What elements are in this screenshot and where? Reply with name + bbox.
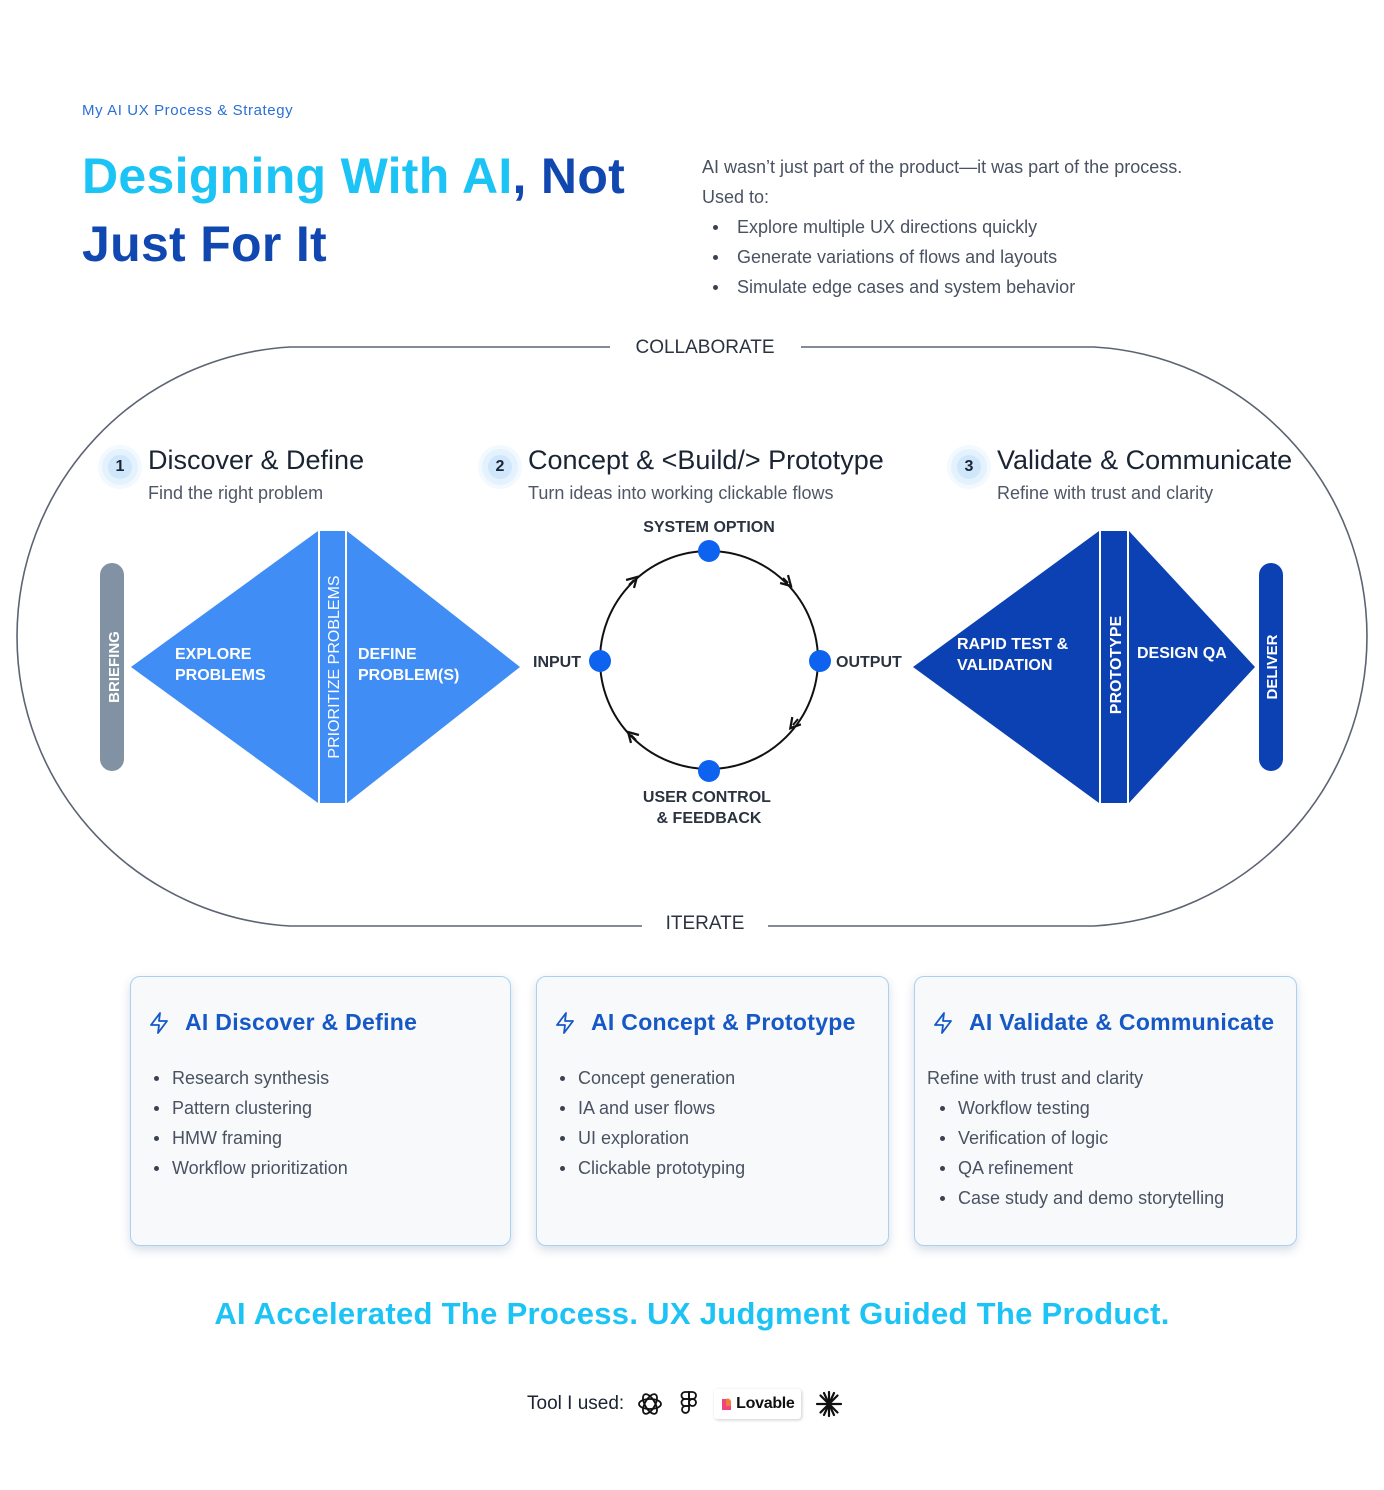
tools-row: Tool I used: Lovable: [527, 1386, 857, 1422]
loop-outline: [16, 346, 1368, 927]
node-user-control: [698, 760, 720, 782]
briefing-bar: [100, 563, 124, 771]
prototype-band: [1100, 531, 1128, 803]
lightning-icon: [934, 1011, 952, 1034]
step-badge: 3: [951, 449, 987, 485]
cycle-arrow: [779, 574, 793, 588]
cycle-arrow: [788, 716, 802, 730]
rapid-test-label: RAPID TEST & VALIDATION: [957, 636, 1073, 674]
page-title: Designing With AI, Not Just For It: [82, 142, 662, 278]
discover-diamond-left: [131, 531, 318, 803]
card-ai-concept: AI Concept & Prototype Concept generatio…: [536, 976, 889, 1246]
list-item: Clickable prototyping: [557, 1153, 745, 1183]
prototype-label: PROTOTYPE: [1108, 615, 1125, 714]
system-option-label: SYSTEM OPTION: [643, 519, 775, 536]
list-item: QA refinement: [937, 1153, 1224, 1183]
list-item: UI exploration: [557, 1123, 745, 1153]
prioritize-band: [319, 531, 346, 803]
prioritize-problems-label: PRIORITIZE PROBLEMS: [326, 575, 343, 758]
eyebrow: My AI UX Process & Strategy: [82, 102, 294, 119]
lightning-icon: [556, 1011, 574, 1034]
deliver-label: DELIVER: [1264, 634, 1281, 699]
intro-list: Explore multiple UX directions quickly G…: [712, 212, 1302, 302]
intro-line: AI wasn’t just part of the product—it wa…: [702, 157, 1183, 177]
list-item: IA and user flows: [557, 1093, 745, 1123]
list-item: Simulate edge cases and system behavior: [712, 272, 1302, 302]
node-system-option: [698, 540, 720, 562]
loop-label-iterate: ITERATE: [666, 913, 745, 934]
phase-title: Concept & <Build/> Prototype: [528, 445, 884, 475]
node-input: [589, 650, 611, 672]
claude-icon: [815, 1390, 843, 1418]
phase-subtitle: Turn ideas into working clickable flows: [528, 483, 834, 503]
cycle-arrow: [626, 730, 640, 744]
list-item: Research synthesis: [151, 1063, 348, 1093]
intro-block: AI wasn’t just part of the product—it wa…: [702, 152, 1302, 302]
list-item: Case study and demo storytelling: [937, 1183, 1224, 1213]
card-ai-validate: AI Validate & Communicate Refine with tr…: [914, 976, 1297, 1246]
step-badge: 1: [102, 449, 138, 485]
phase-title: Validate & Communicate: [997, 445, 1293, 475]
user-control-label: USER CONTROL & FEEDBACK: [643, 789, 775, 827]
explore-problems-label: EXPLORE PROBLEMS: [175, 646, 266, 684]
tools-label: Tool I used:: [527, 1393, 625, 1414]
process-diagram: COLLABORATE ITERATE BRIEFING EXPLORE PRO…: [16, 337, 1368, 934]
card-title: AI Concept & Prototype: [591, 1009, 856, 1035]
phase-subtitle: Refine with trust and clarity: [997, 483, 1214, 503]
validate-diamond-right: [1129, 531, 1255, 803]
intro-line: Used to:: [702, 187, 770, 207]
list-item: Generate variations of flows and layouts: [712, 242, 1302, 272]
card-title: AI Discover & Define: [185, 1009, 418, 1035]
card-ai-discover: AI Discover & Define Research synthesis …: [130, 976, 511, 1246]
node-output: [809, 650, 831, 672]
phase-subtitle: Find the right problem: [148, 483, 324, 503]
step-badge: 2: [482, 449, 518, 485]
list-item: Pattern clustering: [151, 1093, 348, 1123]
tagline: AI Accelerated The Process. UX Judgment …: [214, 1296, 1170, 1331]
define-problems-label: DEFINE PROBLEM(S): [358, 646, 459, 684]
validate-diamond-left: [913, 531, 1099, 803]
openai-icon: [636, 1390, 664, 1418]
list-item: Explore multiple UX directions quickly: [712, 212, 1302, 242]
list-item: Concept generation: [557, 1063, 745, 1093]
input-label: INPUT: [533, 654, 581, 671]
briefing-label: BRIEFING: [106, 631, 123, 703]
deliver-bar: [1259, 563, 1283, 771]
title-highlight: Designing With AI: [82, 148, 513, 204]
lightning-icon: [150, 1011, 168, 1034]
loop-label-collaborate: COLLABORATE: [635, 337, 774, 358]
card-intro: Refine with trust and clarity: [927, 1068, 1144, 1088]
card-list: Research synthesis Pattern clustering HM…: [151, 1063, 348, 1183]
card-list: Concept generation IA and user flows UI …: [557, 1063, 745, 1183]
design-qa-label: DESIGN QA: [1137, 645, 1227, 662]
list-item: Workflow testing: [937, 1093, 1224, 1123]
card-title: AI Validate & Communicate: [969, 1009, 1275, 1035]
discover-diamond-right: [347, 531, 520, 803]
cycle-arrow: [625, 575, 639, 589]
list-item: Verification of logic: [937, 1123, 1224, 1153]
title-rest: , Not Just For It: [82, 148, 626, 272]
card-list: Workflow testing Verification of logic Q…: [937, 1093, 1224, 1213]
output-label: OUTPUT: [836, 654, 902, 671]
figma-icon: [678, 1390, 700, 1418]
phase-title: Discover & Define: [148, 445, 365, 475]
list-item: HMW framing: [151, 1123, 348, 1153]
lovable-logo: Lovable: [714, 1389, 801, 1419]
list-item: Workflow prioritization: [151, 1153, 348, 1183]
